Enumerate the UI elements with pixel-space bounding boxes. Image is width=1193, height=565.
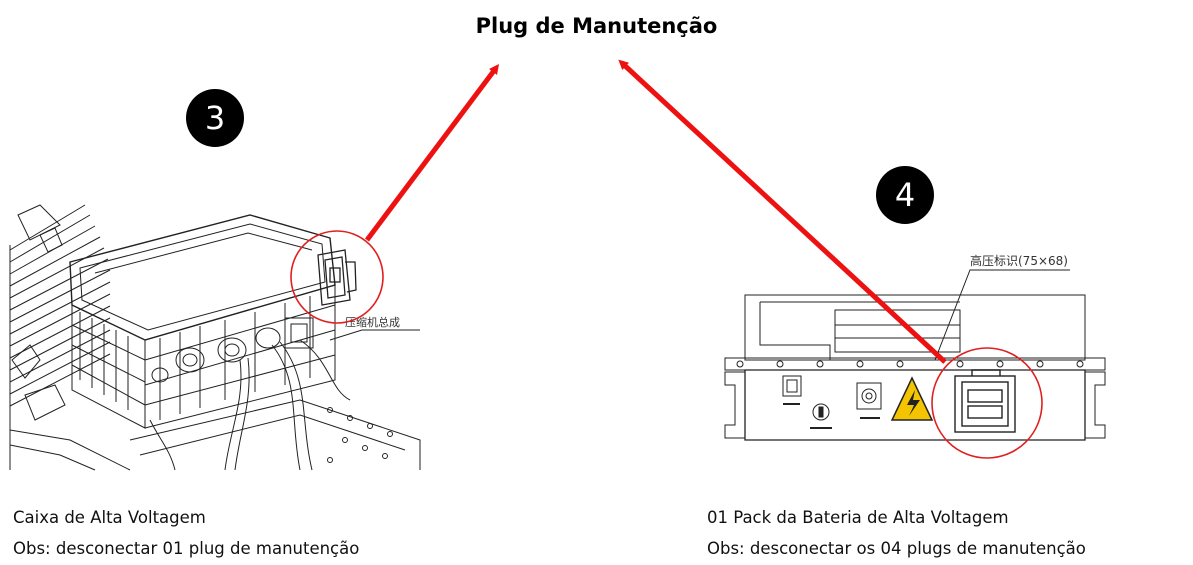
- right-caption-title: 01 Pack da Bateria de Alta Voltagem: [707, 508, 1009, 527]
- left-leader-line: [329, 329, 420, 341]
- left-caption-note: Obs: desconectar 01 plug de manutenção: [13, 539, 360, 558]
- left-caption: Caixa de Alta Voltagem Obs: desconectar …: [13, 502, 359, 564]
- left-highlight-circle: [290, 230, 384, 324]
- left-caption-title: Caixa de Alta Voltagem: [13, 508, 206, 527]
- step-3-badge: 3: [186, 89, 244, 147]
- right-highlight-circle: [931, 347, 1043, 459]
- arrow-right-to-title: [618, 59, 947, 364]
- connector-3-icon: [856, 382, 882, 410]
- box-front-face: [71, 284, 336, 429]
- battery-pack-drawing: [724, 269, 1106, 441]
- step-3-number: 3: [204, 99, 226, 137]
- step-4-badge: 4: [876, 166, 934, 224]
- chassis: [9, 344, 421, 471]
- connector-1-icon: [782, 375, 802, 397]
- right-caption-note: Obs: desconectar os 04 plugs de manutenç…: [707, 539, 1086, 558]
- battery-top-panel: [744, 294, 1086, 361]
- right-leader-line: [934, 269, 1070, 361]
- battery-maintenance-plug: [954, 369, 1016, 433]
- round-connector-icon: [812, 403, 830, 421]
- diagram-title: Plug de Manutenção: [475, 14, 718, 38]
- box-lid: [69, 214, 336, 341]
- right-caption: 01 Pack da Bateria de Alta Voltagem Obs:…: [707, 502, 1086, 564]
- arrow-left-to-title: [365, 64, 499, 242]
- left-callout-label: 压缩机总成: [345, 315, 400, 329]
- radiator-fins: [9, 204, 111, 470]
- right-callout-label: 高压标识(75×68): [970, 253, 1068, 268]
- box-connectors: [151, 317, 314, 383]
- step-4-number: 4: [894, 176, 916, 214]
- maintenance-plug: [317, 249, 357, 306]
- high-voltage-box-drawing: [9, 204, 421, 471]
